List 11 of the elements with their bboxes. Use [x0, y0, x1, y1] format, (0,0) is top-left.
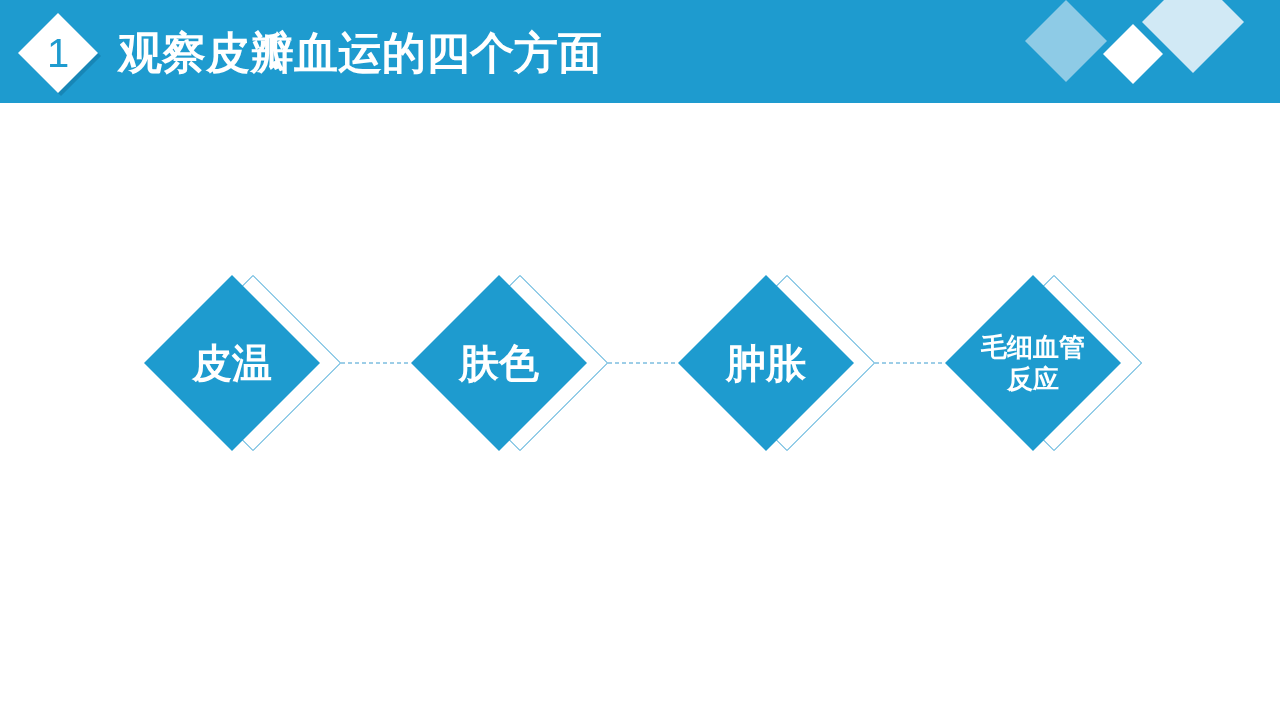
step-diamond: [411, 275, 608, 451]
step-diamond: [678, 275, 875, 451]
step-label: 皮温: [191, 340, 273, 386]
step-diamond: [144, 275, 341, 451]
step-label: 肿胀: [724, 340, 807, 386]
step-number: 1: [46, 33, 70, 73]
number-diamond: [16, 12, 102, 98]
step-label: 毛细血管反应: [980, 331, 1086, 395]
step-label: 肤色: [457, 340, 540, 386]
step-diamond: [945, 275, 1142, 451]
slide-title: 观察皮瓣血运的四个方面: [118, 27, 602, 79]
